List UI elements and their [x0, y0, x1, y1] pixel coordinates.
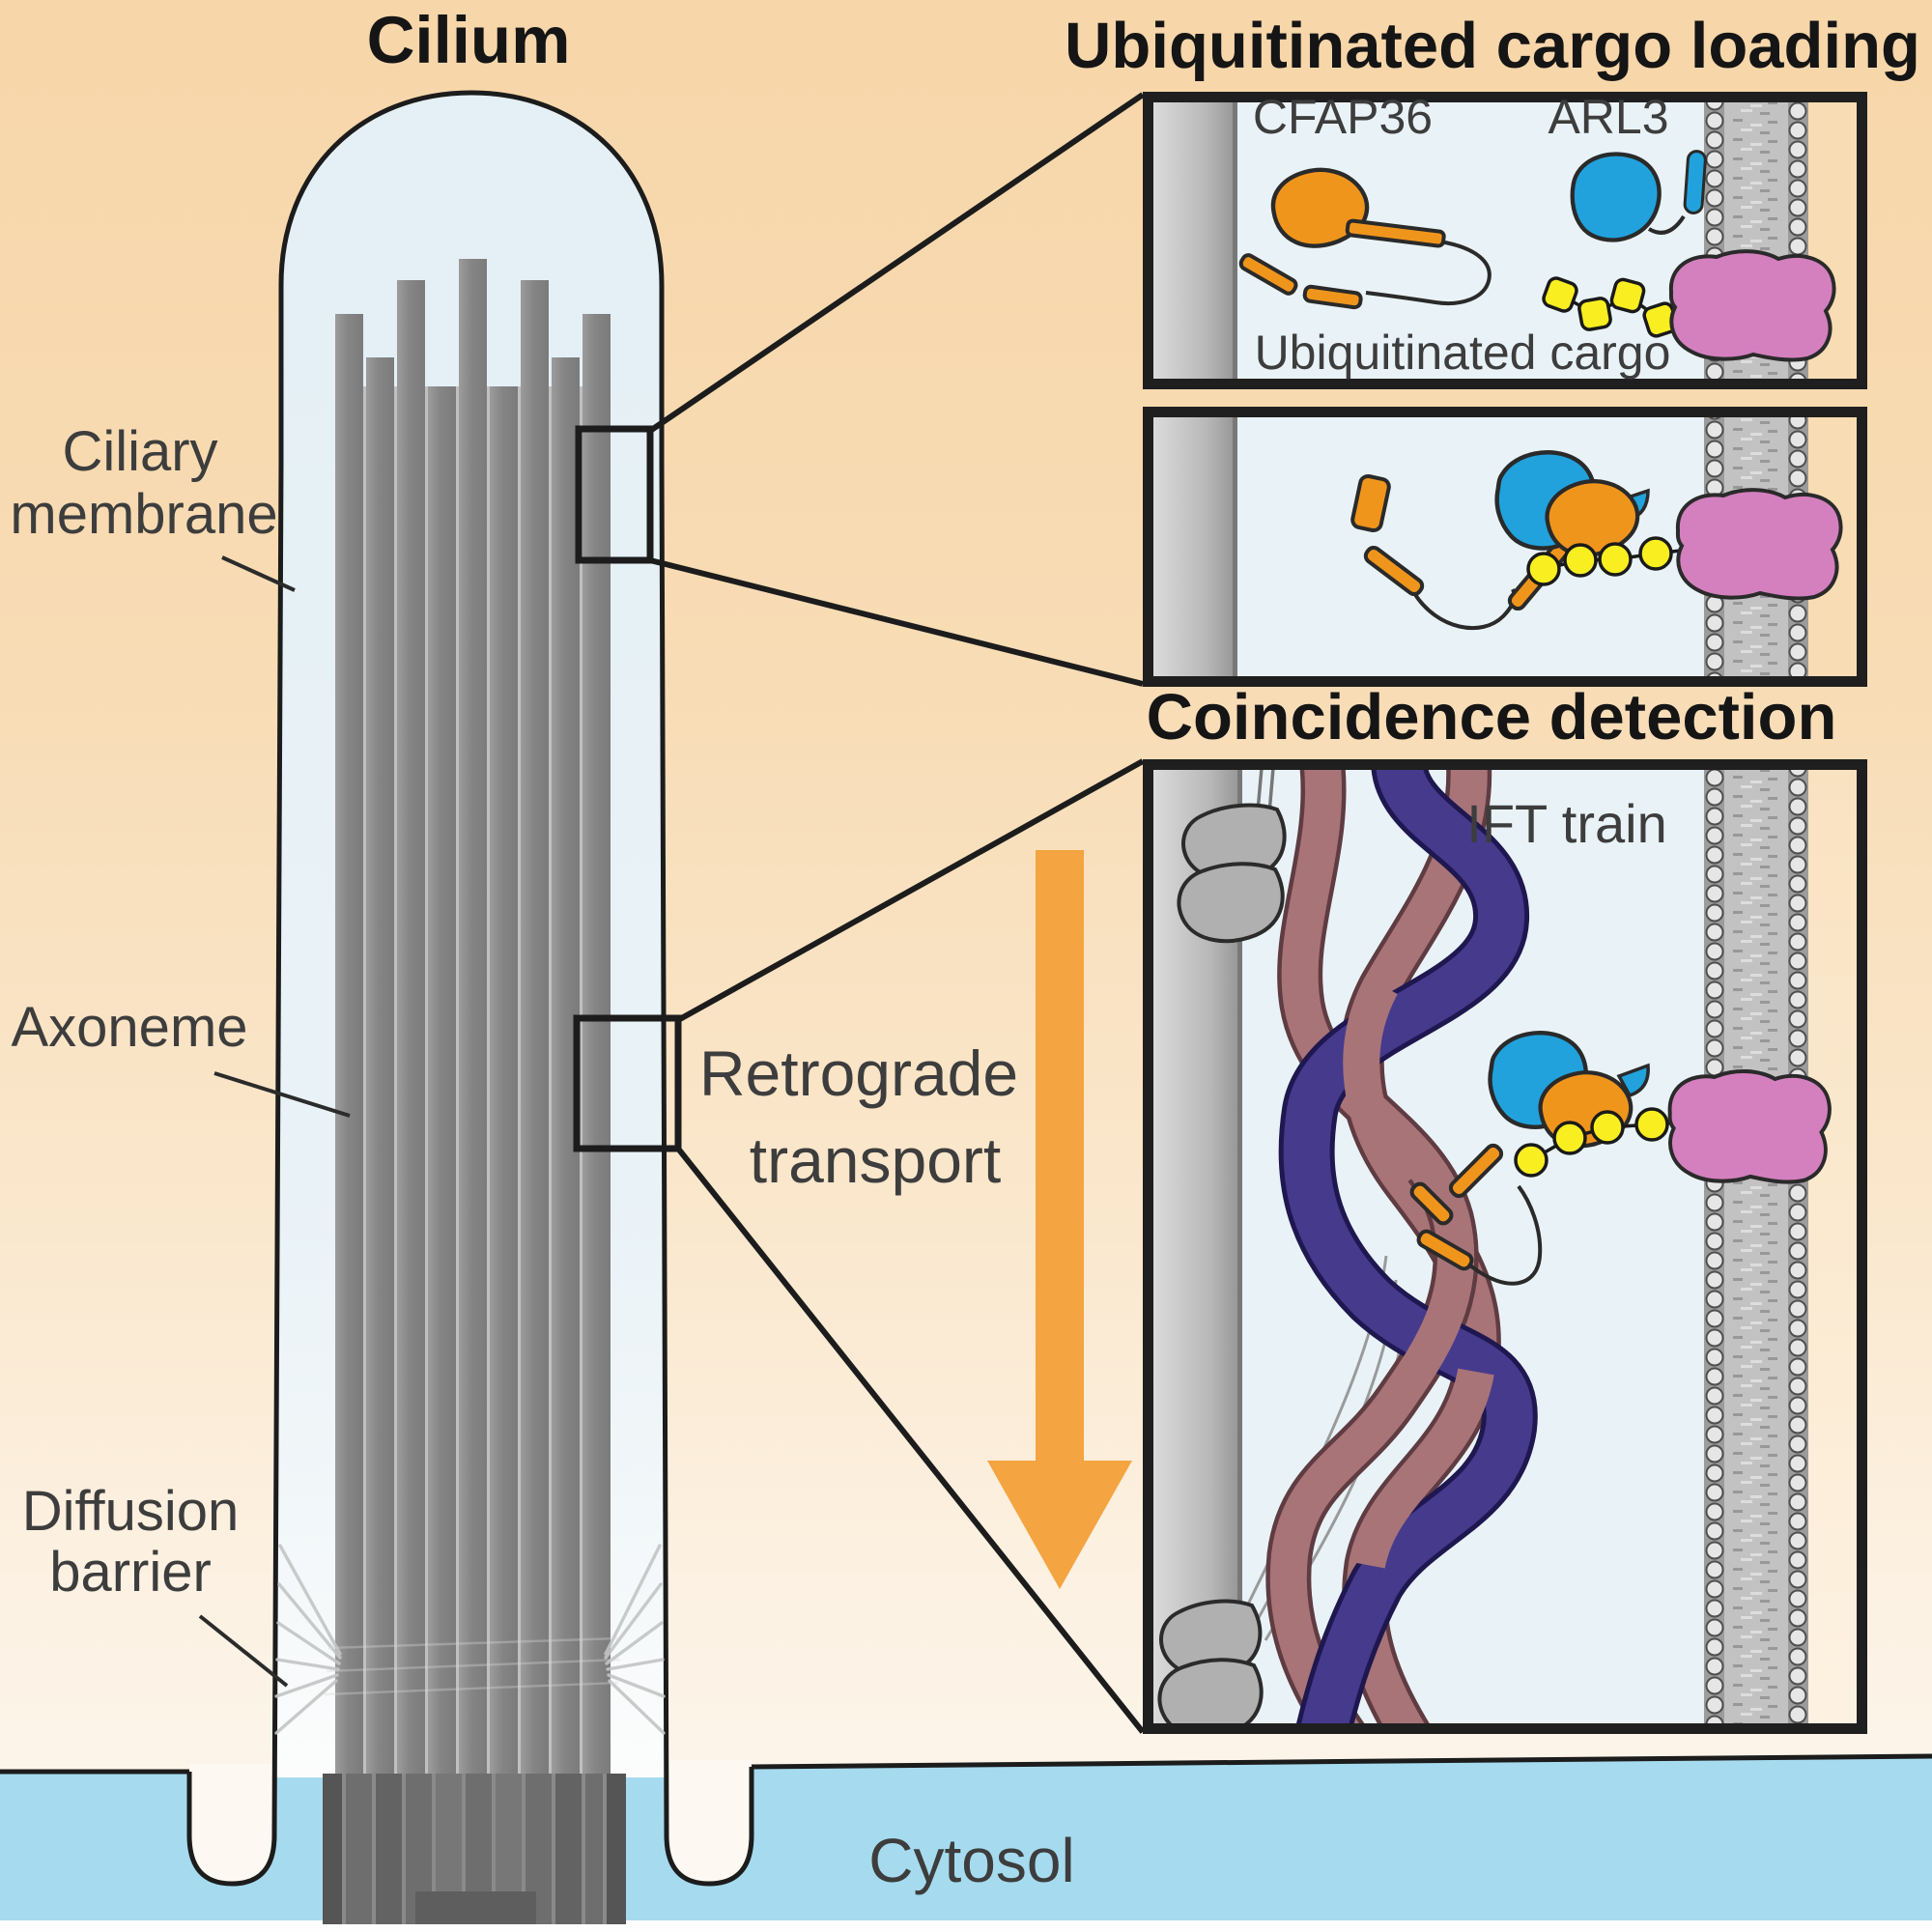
- svg-text:Retrograde: Retrograde: [699, 1037, 1018, 1109]
- svg-text:barrier: barrier: [49, 1541, 212, 1604]
- svg-text:Ubiquitinated cargo loading: Ubiquitinated cargo loading: [1065, 10, 1920, 82]
- svg-text:membrane: membrane: [10, 483, 277, 546]
- svg-text:Diffusion: Diffusion: [22, 1480, 240, 1543]
- svg-text:ARL3: ARL3: [1548, 90, 1668, 144]
- svg-text:Coincidence detection: Coincidence detection: [1147, 681, 1837, 753]
- svg-text:IFT train: IFT train: [1466, 793, 1666, 854]
- svg-text:Cilium: Cilium: [367, 3, 571, 77]
- svg-text:Axoneme: Axoneme: [11, 996, 247, 1059]
- svg-text:transport: transport: [750, 1124, 1001, 1196]
- svg-text:CFAP36: CFAP36: [1253, 90, 1433, 144]
- svg-text:Ubiquitinated cargo: Ubiquitinated cargo: [1255, 326, 1671, 380]
- svg-text:Ciliary: Ciliary: [62, 420, 217, 483]
- svg-text:Cytosol: Cytosol: [868, 1826, 1074, 1895]
